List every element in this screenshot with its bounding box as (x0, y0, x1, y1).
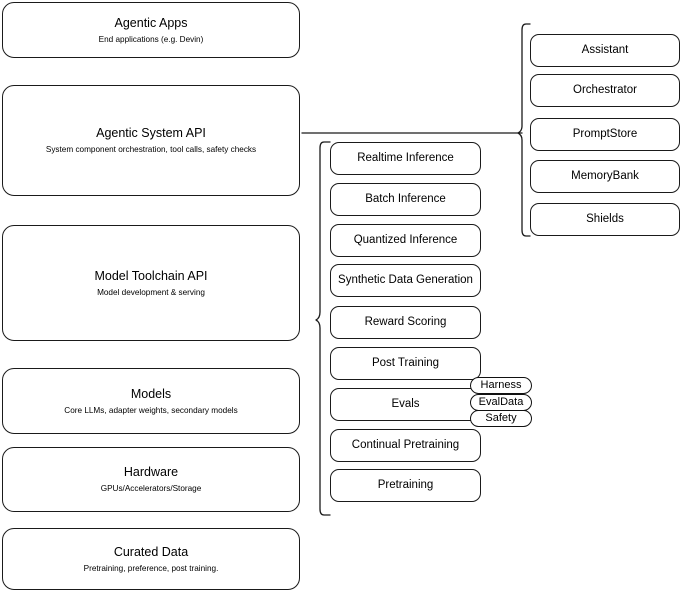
component-title: Pretraining (377, 479, 434, 491)
component-box-assistant[interactable]: Assistant (530, 34, 680, 67)
right-group-brace (517, 23, 531, 237)
component-title: Evals (391, 398, 420, 410)
component-title: Batch Inference (365, 193, 446, 205)
layer-box-hardware[interactable]: Hardware GPUs/Accelerators/Storage (2, 447, 300, 512)
eval-pill-evaldata[interactable]: EvalData (470, 394, 532, 411)
component-title: Reward Scoring (364, 316, 447, 328)
layer-title: Models (130, 386, 172, 401)
component-title: Orchestrator (573, 84, 637, 96)
component-box-continual-pretraining[interactable]: Continual Pretraining (330, 429, 481, 462)
layer-box-agentic-apps[interactable]: Agentic Apps End applications (e.g. Devi… (2, 2, 300, 58)
layer-box-agentic-system-api[interactable]: Agentic System API System component orch… (2, 85, 300, 196)
component-box-promptstore[interactable]: PromptStore (530, 118, 680, 151)
component-box-evals[interactable]: Evals (330, 388, 481, 421)
component-box-batch-inference[interactable]: Batch Inference (330, 183, 481, 216)
component-title: Post Training (371, 357, 440, 369)
eval-pill-label: Harness (480, 379, 522, 391)
layer-subtitle: Model development & serving (97, 287, 205, 297)
layer-box-models[interactable]: Models Core LLMs, adapter weights, secon… (2, 368, 300, 434)
component-box-post-training[interactable]: Post Training (330, 347, 481, 380)
component-box-reward-scoring[interactable]: Reward Scoring (330, 306, 481, 339)
component-box-quantized-inference[interactable]: Quantized Inference (330, 224, 481, 257)
eval-pill-label: Safety (485, 412, 517, 424)
component-box-memorybank[interactable]: MemoryBank (530, 160, 680, 193)
eval-pill-label: EvalData (478, 396, 524, 408)
component-title: Quantized Inference (353, 234, 458, 246)
component-box-synthetic-data-generation[interactable]: Synthetic Data Generation (330, 264, 481, 297)
component-title: PromptStore (572, 128, 638, 140)
layer-box-model-toolchain-api[interactable]: Model Toolchain API Model development & … (2, 225, 300, 341)
layer-subtitle: Pretraining, preference, post training. (83, 563, 219, 573)
layer-subtitle: GPUs/Accelerators/Storage (100, 484, 202, 493)
layer-box-curated-data[interactable]: Curated Data Pretraining, preference, po… (2, 528, 300, 590)
component-title: Synthetic Data Generation (338, 274, 473, 286)
eval-pill-safety[interactable]: Safety (470, 410, 532, 427)
component-title: Shields (586, 213, 624, 225)
layer-title: Agentic System API (96, 126, 206, 140)
component-title: MemoryBank (571, 170, 639, 182)
layer-title: Agentic Apps (114, 15, 188, 30)
middle-group-brace (315, 141, 331, 516)
component-title: Assistant (581, 44, 629, 56)
component-box-shields[interactable]: Shields (530, 203, 680, 236)
component-title: Continual Pretraining (351, 439, 460, 451)
component-box-orchestrator[interactable]: Orchestrator (530, 74, 680, 107)
layer-subtitle: Core LLMs, adapter weights, secondary mo… (64, 405, 238, 415)
component-title: Realtime Inference (357, 152, 454, 164)
layer-subtitle: End applications (e.g. Devin) (98, 34, 204, 44)
layer-title: Model Toolchain API (94, 268, 208, 283)
component-box-realtime-inference[interactable]: Realtime Inference (330, 142, 481, 175)
layer-title: Curated Data (113, 544, 189, 559)
layer-title: Hardware (123, 465, 179, 479)
eval-pill-harness[interactable]: Harness (470, 377, 532, 394)
layer-subtitle: System component orchestration, tool cal… (45, 145, 257, 154)
component-box-pretraining[interactable]: Pretraining (330, 469, 481, 502)
